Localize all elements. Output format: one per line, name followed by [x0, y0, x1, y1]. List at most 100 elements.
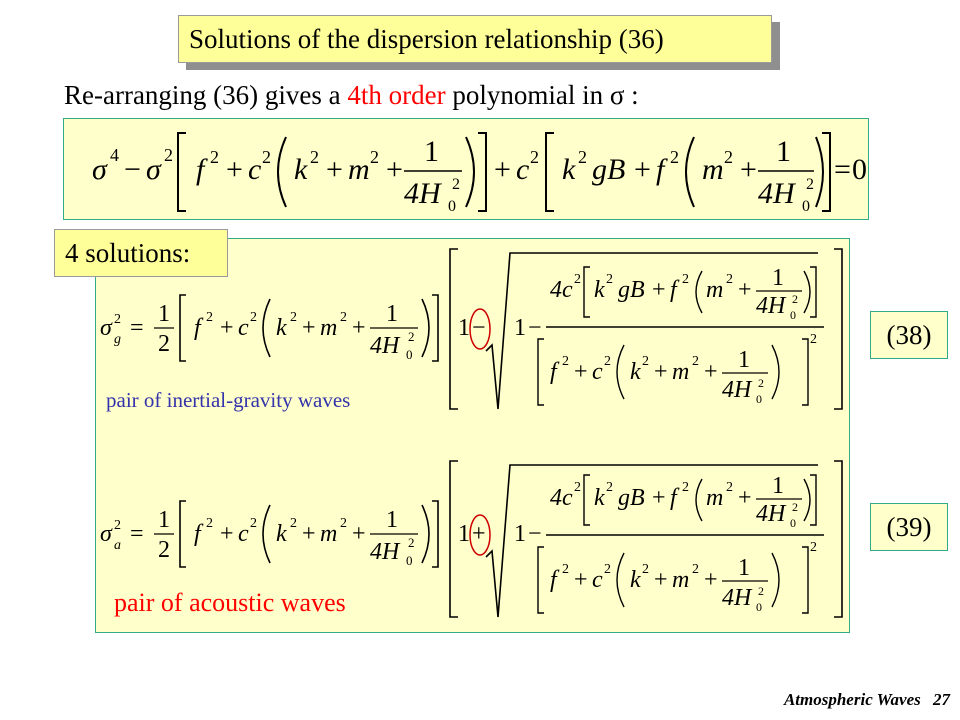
eq38-num-frac-num: 1: [772, 265, 784, 291]
eq39-num-f-sup: 2: [682, 480, 689, 495]
eq39-frac-sup: 2: [408, 535, 415, 550]
eq-paren-left: [277, 136, 287, 208]
eq-m-sup: 2: [370, 147, 379, 167]
eq39-num-frac-sup: 2: [792, 500, 798, 514]
eq39-k-sup: 2: [290, 516, 297, 531]
eq38-plus2: +: [302, 315, 316, 341]
eq-paren2-right: [815, 136, 824, 208]
eq-bracket-left: [177, 132, 186, 212]
eq39-outer-bracket-r: [834, 460, 843, 618]
intro-prefix: Re-arranging (36) gives a: [64, 80, 348, 110]
eq39-bracket-r: [432, 500, 439, 568]
eq38-den-frac-den: 4H: [722, 377, 753, 403]
eq39-f-sup: 2: [206, 516, 213, 531]
eq39-num-frac-num: 1: [772, 473, 784, 499]
polynomial-equation: σ 4 − σ 2 f 2 + c 2 k 2 + m 2 + 1 4H 0 2: [92, 132, 867, 215]
eq-frac2-den: 4H: [758, 177, 797, 210]
eq39-num-paren-l: [695, 478, 703, 522]
eq-c2-sup: 2: [530, 147, 539, 167]
eq38-outer-bracket-l: [449, 248, 458, 410]
eq38-plus1: +: [220, 315, 234, 341]
eq-frac2-num: 1: [776, 135, 791, 168]
eq38-den-bracket-r: [802, 338, 809, 406]
equation-number-38: (38): [870, 311, 948, 359]
eq39-den-paren-r: [771, 552, 780, 608]
eq39-c-sup: 2: [250, 516, 257, 531]
eq39-den-plus3: +: [704, 567, 718, 593]
solutions-box: σ g 2 = 1 2 f 2 + c 2 k 2 + m 2 + 1 4H 0…: [95, 238, 850, 633]
eq-m2: m: [702, 153, 724, 186]
eq39-den-c: c: [592, 567, 603, 593]
eq38-num-paren-l: [695, 270, 703, 314]
eq38-num-m: m: [706, 277, 723, 303]
eq38-sigma: σ: [100, 315, 113, 341]
eq38-den-c: c: [592, 359, 603, 385]
eq39-den-c-sup: 2: [604, 562, 611, 577]
eq-c-sup: 2: [262, 147, 271, 167]
eq-k2: k: [562, 153, 576, 186]
eq39-den-f-sup: 2: [562, 562, 569, 577]
eq38-minus: −: [472, 315, 486, 341]
eq38-num-f-sup: 2: [682, 272, 689, 287]
eq38-num-plus2: +: [738, 277, 752, 303]
eq38-outer-bracket-r: [834, 248, 843, 410]
eq38-m: m: [320, 315, 337, 341]
equation-number-39: (39): [870, 503, 948, 551]
eq-sup4: 4: [110, 145, 119, 165]
eq39-frac-num: 1: [386, 507, 398, 533]
eq39-m-sup: 2: [340, 516, 347, 531]
eq39-den-plus2: +: [654, 567, 668, 593]
eq39-one: 1: [458, 521, 470, 547]
eq38-num-plus1: +: [652, 277, 666, 303]
eq38-num-paren-r: [803, 270, 811, 314]
eq39-c: c: [238, 521, 249, 547]
eq39-num-plus2: +: [738, 485, 752, 511]
eq38-num-k: k: [594, 277, 605, 303]
eq-frac1-sub: 0: [448, 198, 456, 215]
eq-k-sup: 2: [310, 147, 319, 167]
eq39-num-bracket-l: [583, 474, 590, 526]
eq-plus4: +: [494, 153, 511, 186]
eq38-m-sup: 2: [340, 310, 347, 325]
eq39-plus3: +: [352, 521, 366, 547]
eq39-frac-den: 4H: [370, 539, 401, 565]
eq38-num-f: f: [670, 277, 680, 303]
eq-sigma2: σ: [146, 153, 162, 186]
eq38-den-sup: 2: [810, 332, 817, 347]
eq38-paren-r: [421, 298, 430, 358]
eq-k: k: [294, 153, 308, 186]
eq-frac1-den: 4H: [404, 177, 443, 210]
solutions-label: 4 solutions:: [54, 229, 228, 277]
eq38-den-frac-num: 1: [738, 347, 750, 373]
eq39-f: f: [194, 521, 204, 547]
eq-zero: 0: [852, 153, 867, 186]
eq-minus: −: [124, 153, 141, 186]
eq38-num-bracket-r: [810, 266, 817, 318]
eq38-bracket-l: [179, 294, 186, 362]
acoustic-label: pair of acoustic waves: [114, 588, 346, 617]
eq38-den-f-sup: 2: [562, 354, 569, 369]
eq38-c-sup: 2: [250, 310, 257, 325]
eq39-k: k: [276, 521, 287, 547]
eq39-den-k-sup: 2: [642, 562, 649, 577]
eq38-k-sup: 2: [290, 310, 297, 325]
eq39-den-frac-sub: 0: [756, 600, 762, 614]
eq38-k: k: [276, 315, 287, 341]
eq-m2-sup: 2: [724, 147, 733, 167]
eq39-sign-circle: [469, 514, 491, 556]
eq39-sqrt: [485, 464, 818, 618]
eq39-frac-sub: 0: [406, 553, 413, 568]
eq39-den-frac-den: 4H: [722, 585, 753, 611]
eq38-c: c: [238, 315, 249, 341]
eq39-plus: +: [472, 521, 486, 547]
eq39-num-m-sup: 2: [726, 480, 733, 495]
eq39-num-f: f: [670, 485, 680, 511]
eq38-f-sup: 2: [206, 310, 213, 325]
eq38-num-gB: gB: [618, 277, 645, 303]
eq38-f: f: [194, 315, 204, 341]
eq-f: f: [196, 153, 208, 186]
eq-c: c: [248, 153, 261, 186]
eq39-den-plus1: +: [574, 567, 588, 593]
eq-bracket2-right: [822, 132, 831, 212]
eq38-den-k-sup: 2: [642, 354, 649, 369]
